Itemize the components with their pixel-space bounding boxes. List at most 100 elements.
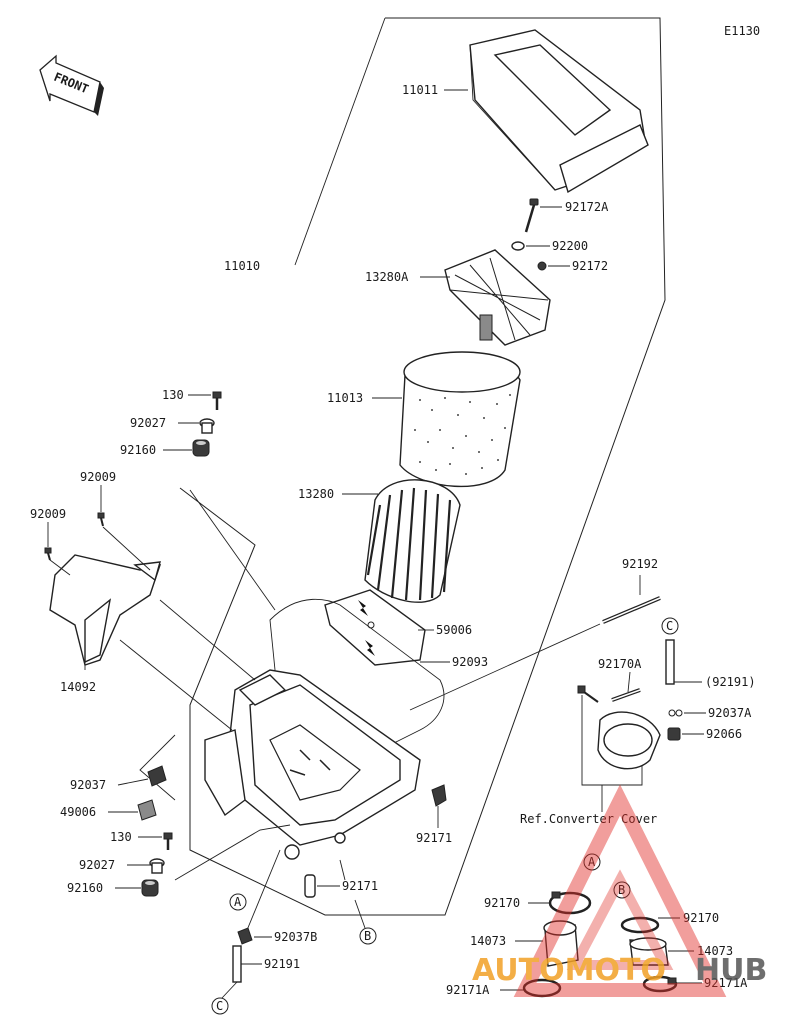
marker-c-bottom-label: C — [216, 999, 223, 1013]
hose-92191-ref — [665, 639, 675, 685]
seal-59006 — [324, 589, 426, 666]
automotohub-watermark: AUTOMOTO HUB — [472, 784, 767, 997]
bolt-92172A — [524, 198, 539, 233]
clip-92037B — [237, 927, 253, 945]
label-130-bottom: 130 — [110, 830, 132, 844]
air-cleaner-case — [204, 669, 421, 860]
label-92009-b: 92009 — [30, 507, 66, 521]
label-130-top: 130 — [162, 388, 184, 402]
label-14073-left: 14073 — [470, 934, 506, 948]
label-92200: 92200 — [552, 239, 588, 253]
hose-14073-right — [629, 937, 669, 966]
converter-cover — [597, 711, 661, 770]
leader-screw-a-to-duct — [102, 526, 151, 571]
label-92160-top: 92160 — [120, 443, 156, 457]
watermark-text-part1: AUTOMOTO — [472, 953, 666, 988]
label-92093: 92093 — [452, 655, 488, 669]
marker-a-left — [229, 893, 247, 911]
washer-92200 — [511, 241, 525, 251]
clip-92037A — [668, 709, 683, 717]
rod-92192 — [602, 596, 661, 624]
leader-92192-case — [409, 623, 601, 711]
leader-92171-mid-b — [339, 859, 346, 881]
marker-a-right — [583, 853, 601, 871]
clamp-92170A — [611, 688, 641, 702]
marker-c-bottom — [211, 997, 229, 1015]
label-92160-bottom: 92160 — [67, 881, 103, 895]
leader-duct-case — [159, 599, 256, 681]
screw-92009-a — [97, 512, 105, 527]
label-14073-right: 14073 — [697, 944, 733, 958]
grommet-92160-top — [192, 439, 210, 457]
label-49006: 49006 — [60, 805, 96, 819]
marker-c-right-label: C — [666, 619, 673, 633]
label-13280: 13280 — [298, 487, 334, 501]
leader-case-to-pipe — [244, 849, 281, 936]
label-92066: 92066 — [706, 727, 742, 741]
front-arrow-icon: FRONT — [39, 54, 104, 116]
label-92037: 92037 — [70, 778, 106, 792]
label-92170-left: 92170 — [484, 896, 520, 910]
label-92027-top: 92027 — [130, 416, 166, 430]
watermark-logo-icon — [513, 784, 727, 997]
leader-case-to-b — [354, 899, 366, 929]
clamp-92171A-left — [522, 978, 562, 998]
hose-92171-mid — [304, 874, 316, 898]
leader-11010 — [294, 17, 386, 266]
screw-converter — [577, 685, 599, 703]
marker-c-right — [661, 617, 679, 635]
label-92172: 92172 — [572, 259, 608, 273]
label-92192: 92192 — [622, 557, 658, 571]
watermark-text-part2: HUB — [695, 953, 767, 988]
label-92171-right: 92171 — [416, 831, 452, 845]
leader-duct-case-b — [119, 639, 233, 731]
label-92037B: 92037B — [274, 930, 317, 944]
label-13280A: 13280A — [365, 270, 409, 284]
label-92172A: 92172A — [565, 200, 609, 214]
leader-92170A — [627, 671, 631, 693]
leader-130-case — [189, 489, 276, 611]
fitting-92066 — [667, 727, 681, 741]
label-59006: 59006 — [436, 623, 472, 637]
bolt-130-bottom — [163, 832, 173, 850]
leader-lower-bracket — [174, 824, 291, 881]
label-92191-paren: (92191) — [705, 675, 756, 689]
marker-b-right-label: B — [618, 883, 625, 897]
label-92027-bottom: 92027 — [79, 858, 115, 872]
label-11011: 11011 — [402, 83, 438, 97]
leader-left-bracket — [139, 734, 176, 801]
label-11013: 11013 — [327, 391, 363, 405]
label-92009-a: 92009 — [80, 470, 116, 484]
hose-14073-left — [543, 920, 579, 967]
clamp-92171A-right — [642, 975, 678, 993]
element-cage-13280 — [364, 479, 461, 603]
clip-92171-right — [431, 784, 447, 807]
ref-bracket — [581, 695, 643, 786]
label-92191: 92191 — [264, 957, 300, 971]
diagram-code: E1130 — [724, 24, 760, 38]
label-92037A: 92037A — [708, 706, 752, 720]
cap-49006 — [137, 799, 157, 821]
label-92171A-right: 92171A — [704, 976, 748, 990]
marker-b-case-label: B — [364, 929, 371, 943]
duct-14092 — [49, 554, 162, 666]
hose-92191 — [232, 945, 242, 983]
leader-92191-c — [221, 981, 238, 999]
label-92170A: 92170A — [598, 657, 642, 671]
marker-a-left-label: A — [234, 895, 242, 909]
screw-92009-b — [44, 547, 52, 561]
collar-92027-bottom — [149, 858, 165, 874]
clamp-92170-right — [620, 916, 660, 934]
leader-screw-b-to-duct — [49, 559, 71, 576]
bolt-130-top — [212, 391, 222, 410]
ref-note: Ref.Converter Cover — [520, 812, 657, 826]
collar-92027-top — [199, 418, 215, 434]
element-holder-13280A — [444, 249, 551, 346]
marker-b-case — [359, 927, 377, 945]
assembly-frame — [179, 17, 666, 916]
marker-a-right-label: A — [588, 855, 596, 869]
screw-92172 — [537, 261, 547, 271]
marker-b-right — [613, 881, 631, 899]
